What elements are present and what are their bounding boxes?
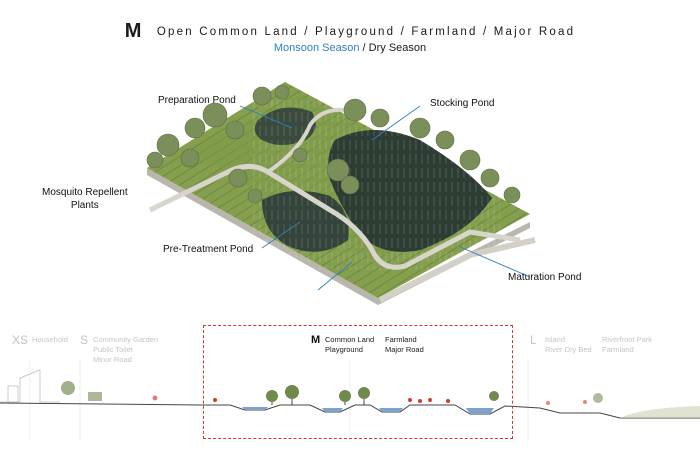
section-letter-l: L [530, 333, 537, 347]
section-l-farmland: Farmland [602, 345, 634, 354]
section-m-col1: Common Land Playground [325, 335, 374, 355]
leader-preparation [239, 105, 293, 129]
road-extension [378, 237, 536, 303]
subtitle-slash: / [359, 42, 369, 54]
section-m-common-land: Common Land [325, 335, 375, 344]
m-figures [213, 398, 450, 403]
m-tree-trunks [271, 399, 365, 405]
walkway-branch [266, 107, 346, 174]
m-pond-1 [242, 407, 268, 410]
subtitle-dry: Dry Season [368, 42, 427, 54]
section-m-major-road: Major Road [385, 345, 424, 354]
xs-household-zone [0, 369, 60, 403]
section-s-line2: Public Toilet [93, 345, 133, 354]
leader-pretreatment [261, 221, 301, 249]
leader-extra [317, 261, 353, 291]
m-pond-4 [466, 408, 494, 414]
s-shed [88, 392, 102, 401]
section-l-col1: Island River Dry Bed [545, 335, 592, 355]
m-pond-3 [379, 408, 403, 412]
season-subtitle: Monsoon Season / Dry Season [0, 42, 700, 54]
section-s-labels: Community Garden Public Toilet Minor Roa… [93, 335, 158, 365]
label-maturation-pond: Maturation Pond [508, 272, 582, 283]
section-s-line1: Community Garden [93, 335, 159, 344]
m-section-highlight-box [203, 325, 513, 439]
axonometric-pond-diagram [146, 82, 536, 305]
section-letter-m: M [311, 334, 321, 346]
section-m-col2: Farmland Major Road [385, 335, 424, 355]
l-riverfront-zone [546, 393, 700, 418]
label-mosquito-line1: Mosquito Repellent [42, 187, 128, 198]
s-figure [152, 395, 158, 401]
label-mosquito-plants: Mosquito Repellent Plants [42, 186, 128, 212]
label-stocking-pond: Stocking Pond [430, 98, 495, 109]
subtitle-monsoon: Monsoon Season [273, 42, 360, 54]
label-preparation-pond: Preparation Pond [158, 95, 236, 106]
section-l-river-dry-bed: River Dry Bed [545, 345, 592, 354]
title-scale-letter: M [124, 20, 143, 42]
section-letter-xs: XS [12, 333, 29, 347]
walkway-path [148, 164, 521, 270]
m-trees [266, 385, 499, 402]
xs-tree [61, 381, 75, 395]
tree-canopy [146, 84, 521, 204]
leader-stocking [371, 105, 421, 141]
label-mosquito-line2: Plants [70, 200, 99, 211]
leader-maturation [457, 245, 531, 278]
section-s-line3: Minor Road [93, 355, 132, 364]
section-l-riverfront-park: Riverfront Park [602, 335, 653, 344]
label-pretreatment-pond: Pre-Treatment Pond [163, 244, 254, 255]
cross-section-strip [0, 360, 700, 440]
section-m-farmland: Farmland [385, 335, 417, 344]
m-pond-2 [322, 408, 343, 412]
section-m-playground: Playground [325, 345, 363, 354]
section-xs-household: Household [32, 335, 68, 344]
section-l-island: Island [545, 335, 566, 344]
section-letter-s: S [80, 333, 89, 347]
section-l-col2: Riverfront Park Farmland [602, 335, 652, 355]
title-text: Open Common Land / Playground / Farmland… [156, 25, 576, 38]
page-title: M Open Common Land / Playground / Farmla… [0, 20, 700, 43]
